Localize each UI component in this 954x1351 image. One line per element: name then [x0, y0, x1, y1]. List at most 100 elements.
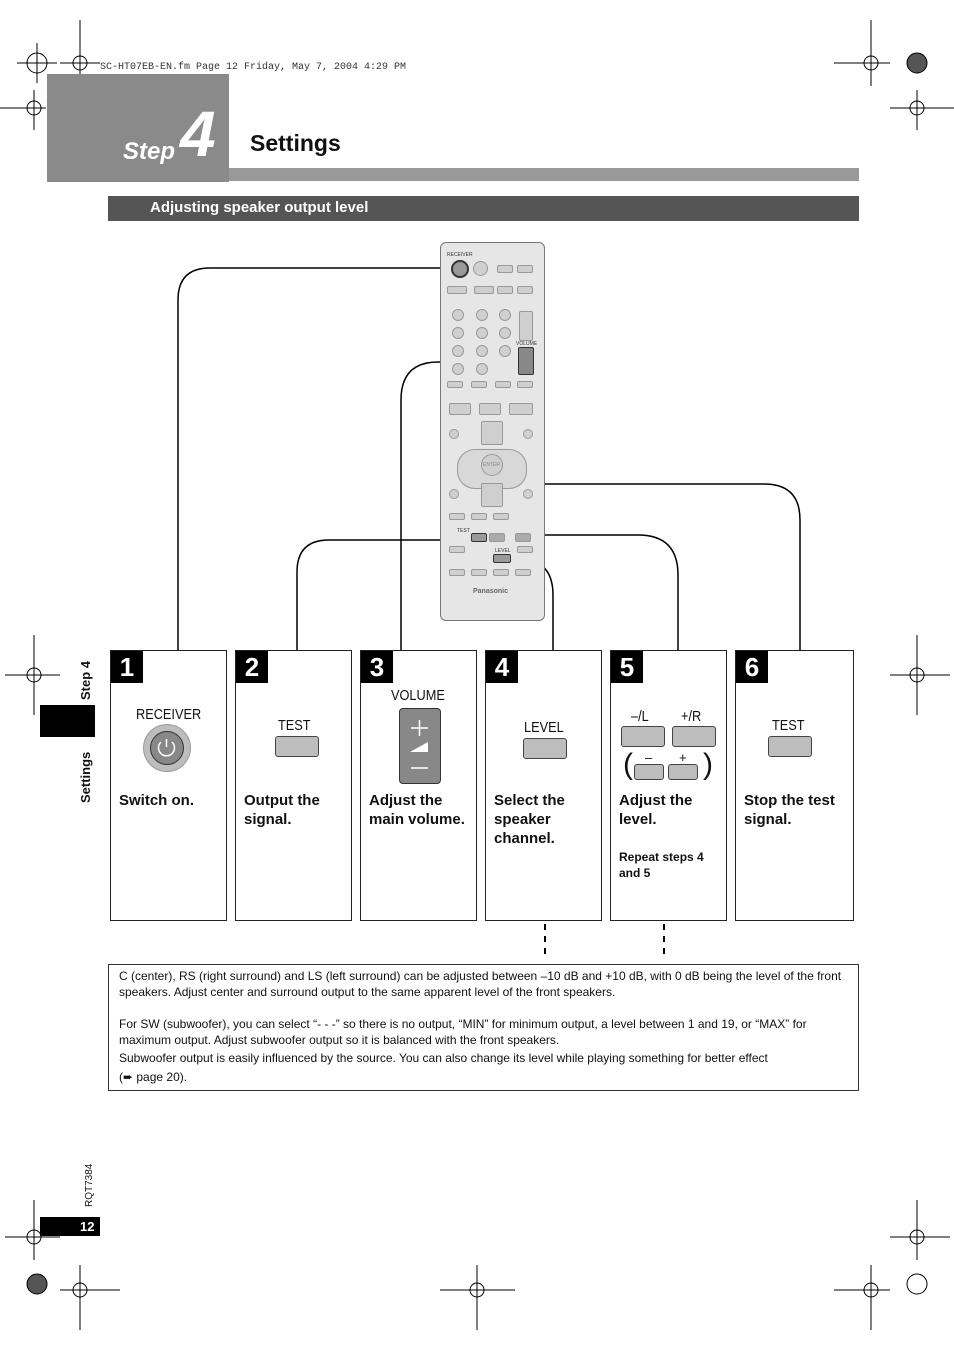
- remote-button[interactable]: [449, 513, 465, 520]
- step-panel-3: 3 VOLUME Adjust the main volume.: [360, 650, 477, 921]
- number-key[interactable]: [499, 345, 511, 357]
- number-key[interactable]: [499, 327, 511, 339]
- sidebar-tab: [40, 705, 95, 737]
- level-button[interactable]: [493, 554, 511, 563]
- page-title: Settings: [250, 130, 341, 156]
- sidebar-step: Step 4: [78, 660, 93, 700]
- remote-button[interactable]: [449, 546, 465, 553]
- enter-button[interactable]: [481, 454, 503, 476]
- step-number-badge: 6: [736, 651, 768, 683]
- remote-volume-label: VOLUME: [516, 341, 538, 347]
- note-paragraph-4: (➨ page 20).: [119, 1070, 188, 1084]
- number-key[interactable]: [452, 363, 464, 375]
- dpad-up[interactable]: [481, 421, 503, 445]
- remote-button[interactable]: [493, 569, 509, 576]
- remote-receiver-label: RECEIVER: [447, 252, 473, 258]
- step-number-badge: 5: [611, 651, 643, 683]
- notes-box: C (center), RS (right surround) and LS (…: [108, 964, 859, 1091]
- number-key[interactable]: [476, 327, 488, 339]
- test-button[interactable]: [768, 736, 812, 757]
- remote-button[interactable]: [517, 381, 533, 388]
- remote-button[interactable]: [493, 513, 509, 520]
- page-number-box: [40, 1217, 100, 1236]
- remote-button[interactable]: [515, 569, 531, 576]
- plus-r-label: +/R: [681, 708, 702, 725]
- step-block: [47, 74, 229, 182]
- remote-button[interactable]: [523, 429, 533, 439]
- level-button[interactable]: [523, 738, 567, 759]
- remote-button[interactable]: [447, 286, 467, 294]
- remote-button[interactable]: [449, 429, 459, 439]
- plus-r-button[interactable]: [672, 726, 716, 747]
- dvd-power-button[interactable]: [473, 261, 488, 276]
- remote-button[interactable]: [517, 286, 533, 294]
- remote-button[interactable]: [447, 381, 463, 388]
- remote-button[interactable]: [517, 546, 533, 553]
- remote-level-label: LEVEL: [495, 548, 511, 554]
- number-key[interactable]: [476, 345, 488, 357]
- title-rule: [229, 168, 859, 181]
- remote-button[interactable]: [471, 569, 487, 576]
- step-panel-4: 4 LEVEL Select the speaker channel.: [485, 650, 602, 921]
- page-number: 12: [80, 1219, 95, 1234]
- number-key[interactable]: [499, 309, 511, 321]
- play-button[interactable]: [509, 403, 533, 415]
- repeat-note: Repeat steps 4 and 5: [619, 850, 704, 880]
- minus-l-button[interactable]: [489, 533, 505, 542]
- volume-plus-minus-icon: [410, 720, 428, 769]
- remote-button[interactable]: [497, 265, 513, 273]
- note-paragraph-2: For SW (subwoofer), you can select “- - …: [119, 1017, 807, 1047]
- step-number-badge: 2: [236, 651, 268, 683]
- step-text: Adjust the level.: [619, 792, 693, 828]
- step-number: 4: [180, 98, 216, 170]
- pause-button[interactable]: [479, 403, 501, 415]
- step-panel-2: 2 TEST Output the signal.: [235, 650, 352, 921]
- step-text: Adjust the main volume.: [369, 792, 465, 828]
- remote-button[interactable]: [471, 381, 487, 388]
- number-key[interactable]: [476, 363, 488, 375]
- receiver-label: RECEIVER: [136, 706, 202, 723]
- section-bar: [108, 196, 859, 221]
- remote-button[interactable]: [449, 569, 465, 576]
- sub-minus-label: –: [645, 750, 653, 765]
- minus-l-button[interactable]: [621, 726, 665, 747]
- step-number-badge: 3: [361, 651, 393, 683]
- test-button[interactable]: [471, 533, 487, 542]
- volume-rocker[interactable]: [518, 347, 534, 375]
- number-key[interactable]: [452, 309, 464, 321]
- model-code: RQT7384: [84, 1163, 95, 1207]
- remote-button[interactable]: [497, 286, 513, 294]
- sub-minus-button[interactable]: [634, 764, 664, 780]
- bracket-left: (: [623, 748, 633, 781]
- step-text: Switch on.: [119, 792, 194, 809]
- bracket-right: ): [703, 748, 713, 781]
- plus-r-button[interactable]: [515, 533, 531, 542]
- remote-button[interactable]: [495, 381, 511, 388]
- note-paragraph-3: Subwoofer output is easily influenced by…: [119, 1051, 768, 1065]
- note-paragraph-1: C (center), RS (right surround) and LS (…: [119, 969, 842, 999]
- sub-plus-label: +: [679, 750, 687, 765]
- step-panel-1: 1 RECEIVER Switch on.: [110, 650, 227, 921]
- step-panel-6: 6 TEST Stop the test signal.: [735, 650, 854, 921]
- channel-rocker[interactable]: [519, 311, 533, 341]
- test-button[interactable]: [275, 736, 319, 757]
- section-title: Adjusting speaker output level: [150, 199, 369, 216]
- number-key[interactable]: [476, 309, 488, 321]
- remote-enter-label: ENTER: [483, 462, 500, 468]
- stop-button[interactable]: [449, 403, 471, 415]
- receiver-power-button[interactable]: [451, 260, 469, 278]
- remote-test-label: TEST: [457, 528, 470, 534]
- remote-button[interactable]: [523, 489, 533, 499]
- dpad-down[interactable]: [481, 483, 503, 507]
- volume-rocker[interactable]: [399, 708, 441, 784]
- remote-button[interactable]: [517, 265, 533, 273]
- number-key[interactable]: [452, 345, 464, 357]
- remote-button[interactable]: [474, 286, 494, 294]
- sub-plus-button[interactable]: [668, 764, 698, 780]
- remote-button[interactable]: [471, 513, 487, 520]
- step-text: Stop the test signal.: [744, 792, 835, 828]
- number-key[interactable]: [452, 327, 464, 339]
- power-button[interactable]: [143, 724, 191, 772]
- remote-button[interactable]: [449, 489, 459, 499]
